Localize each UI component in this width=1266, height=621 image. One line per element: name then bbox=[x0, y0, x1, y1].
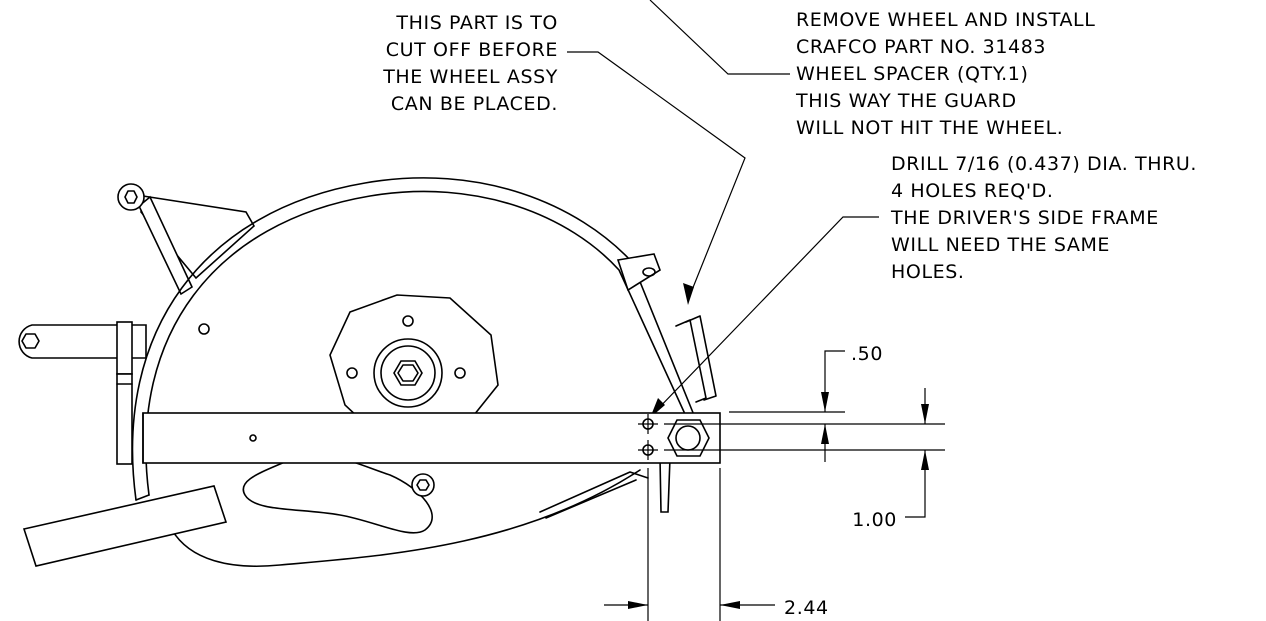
dimension-100: 1.00 bbox=[852, 388, 929, 531]
note-remove-wheel-line-4: THIS WAY THE GUARD bbox=[795, 90, 1017, 112]
note-drill-line-1: DRILL 7/16 (0.437) DIA. THRU. bbox=[891, 153, 1197, 175]
note-remove-wheel-line-5: WILL NOT HIT THE WHEEL. bbox=[796, 117, 1063, 139]
note-drill-line-4: WILL NEED THE SAME bbox=[891, 234, 1110, 256]
guard-bracket-corner bbox=[675, 315, 717, 403]
note-drill-line-3: THE DRIVER'S SIDE FRAME bbox=[890, 207, 1159, 229]
note-drill: DRILL 7/16 (0.437) DIA. THRU. 4 HOLES RE… bbox=[890, 153, 1197, 283]
note-remove-wheel: REMOVE WHEEL AND INSTALL CRAFCO PART NO.… bbox=[795, 9, 1095, 139]
note-cut-off-line-4: CAN BE PLACED. bbox=[391, 93, 558, 115]
leader-drill bbox=[652, 216, 879, 415]
upper-left-bracket bbox=[117, 183, 256, 296]
frame-rail bbox=[142, 412, 721, 464]
extension-lines bbox=[647, 411, 945, 621]
leader-remove-wheel bbox=[649, 0, 790, 75]
note-cut-off-line-3: THE WHEEL ASSY bbox=[382, 66, 558, 88]
leader-cut-off bbox=[567, 51, 746, 301]
pedal-plate bbox=[22, 485, 228, 567]
wheel-hub bbox=[329, 294, 499, 441]
note-cut-off-line-1: THIS PART IS TO bbox=[395, 12, 558, 34]
wheel-guard bbox=[131, 177, 701, 501]
drill-hole-lower bbox=[638, 440, 658, 460]
left-arm-bracket bbox=[18, 321, 147, 465]
dimension-050: .50 bbox=[821, 343, 883, 462]
guard-hole bbox=[198, 323, 210, 335]
lower-arm bbox=[171, 453, 671, 568]
dimension-100-label: 1.00 bbox=[852, 509, 897, 531]
note-drill-line-2: 4 HOLES REQ'D. bbox=[891, 180, 1054, 202]
note-remove-wheel-line-2: CRAFCO PART NO. 31483 bbox=[796, 36, 1046, 58]
note-remove-wheel-line-1: REMOVE WHEEL AND INSTALL bbox=[796, 9, 1095, 31]
note-remove-wheel-line-3: WHEEL SPACER (QTY.1) bbox=[796, 63, 1028, 85]
note-cut-off: THIS PART IS TO CUT OFF BEFORE THE WHEEL… bbox=[382, 12, 558, 115]
dimension-244-label: 2.44 bbox=[784, 597, 829, 619]
leader-cut-off-arrowhead bbox=[683, 283, 694, 305]
note-drill-line-5: HOLES. bbox=[891, 261, 965, 283]
dimension-050-label: .50 bbox=[851, 343, 883, 365]
note-cut-off-line-2: CUT OFF BEFORE bbox=[386, 39, 558, 61]
dimension-244: 2.44 bbox=[604, 597, 829, 619]
drill-hole-upper bbox=[638, 414, 658, 434]
